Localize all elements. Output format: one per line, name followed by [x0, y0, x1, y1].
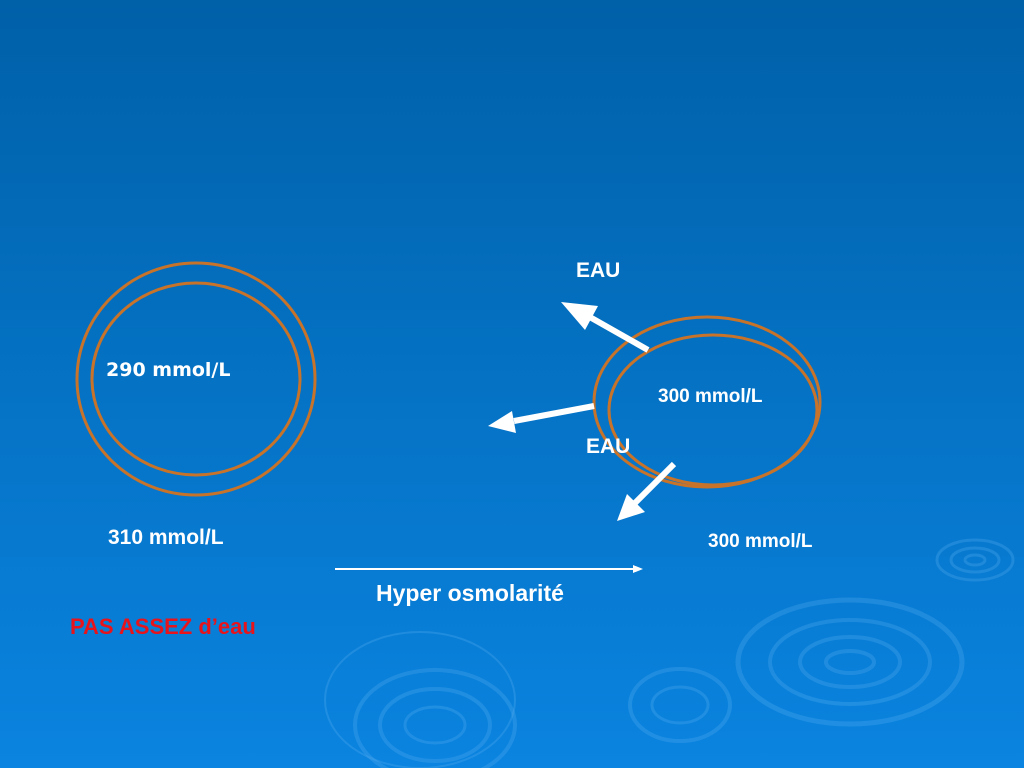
left-cell-inner-membrane [90, 281, 302, 477]
water-arrow-up-left [586, 313, 650, 353]
right-cell-inside-concentration: 300 mmol/L [658, 386, 763, 407]
water-arrow-left [513, 403, 595, 424]
left-cell-outside-concentration: 310 mmol/L [108, 526, 224, 549]
water-label-top: EAU [576, 259, 621, 282]
right-cell [592, 315, 822, 489]
left-cell [75, 261, 317, 497]
transition-label: Hyper osmolarité [376, 580, 564, 606]
transition-arrow [335, 565, 643, 573]
right-cell-outer-membrane [592, 315, 822, 489]
conclusion-text: PAS ASSEZ d’eau [70, 614, 256, 639]
arrowhead-up-left [561, 302, 598, 330]
arrowhead-down-left [617, 494, 645, 521]
right-cell-inner-membrane [607, 333, 819, 487]
ripple-decoration [324, 538, 1015, 768]
water-arrow-down-left [632, 461, 677, 506]
arrowhead-left [488, 411, 516, 433]
left-cell-inside-concentration: 290 mmol/L [106, 359, 231, 381]
water-arrows [488, 302, 677, 521]
water-label-middle: EAU [586, 435, 631, 458]
left-cell-outer-membrane [75, 261, 317, 497]
right-cell-outside-concentration: 300 mmol/L [708, 531, 813, 552]
